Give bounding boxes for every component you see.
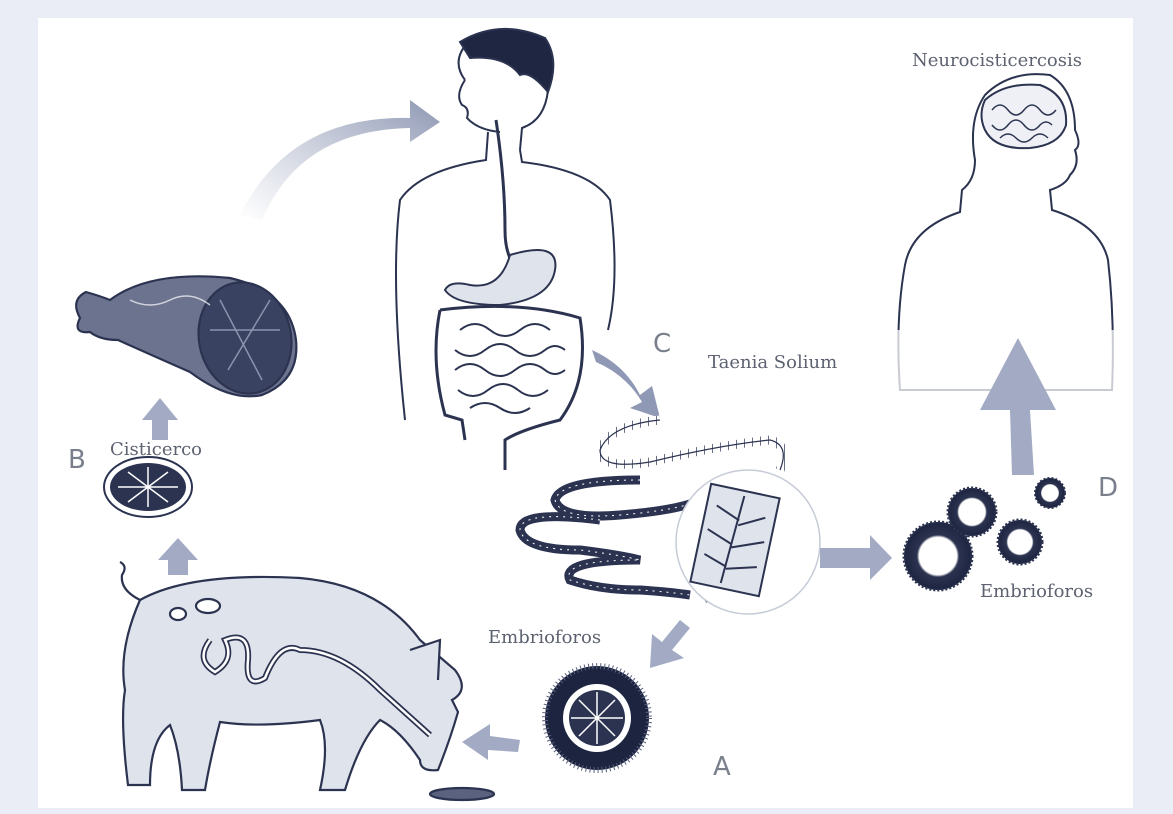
arrow-egg-to-pig: [462, 724, 520, 760]
arrow-meat-to-human: [240, 100, 440, 220]
label-embrioforos-right: Embrioforos: [980, 581, 1093, 602]
neuro-human-figure: [895, 74, 1120, 400]
cysticercus: [104, 457, 192, 517]
label-cisticerco: Cisticerco: [110, 439, 202, 460]
arrow-human-to-worm: [592, 350, 660, 418]
letter-c: C: [653, 329, 671, 359]
infected-meat: [76, 274, 301, 403]
segment-magnifier: [676, 470, 820, 614]
arrow-worm-to-eggs: [820, 535, 892, 580]
arrow-cyst-to-meat: [142, 398, 178, 440]
human-figure: [396, 29, 615, 470]
embryophore-large: [545, 666, 649, 770]
embryophores-cluster: [904, 478, 1065, 590]
label-embrioforos-center: Embrioforos: [488, 627, 601, 648]
arrow-worm-to-egg: [650, 620, 690, 668]
label-neurocysticercosis: Neurocisticercosis: [912, 50, 1082, 71]
letter-d: D: [1098, 473, 1118, 503]
label-taenia-solium: Taenia Solium: [708, 352, 837, 373]
arrow-pig-to-cyst: [158, 538, 198, 575]
letter-a: A: [713, 752, 731, 782]
pig: [120, 562, 494, 800]
letter-b: B: [68, 445, 86, 475]
